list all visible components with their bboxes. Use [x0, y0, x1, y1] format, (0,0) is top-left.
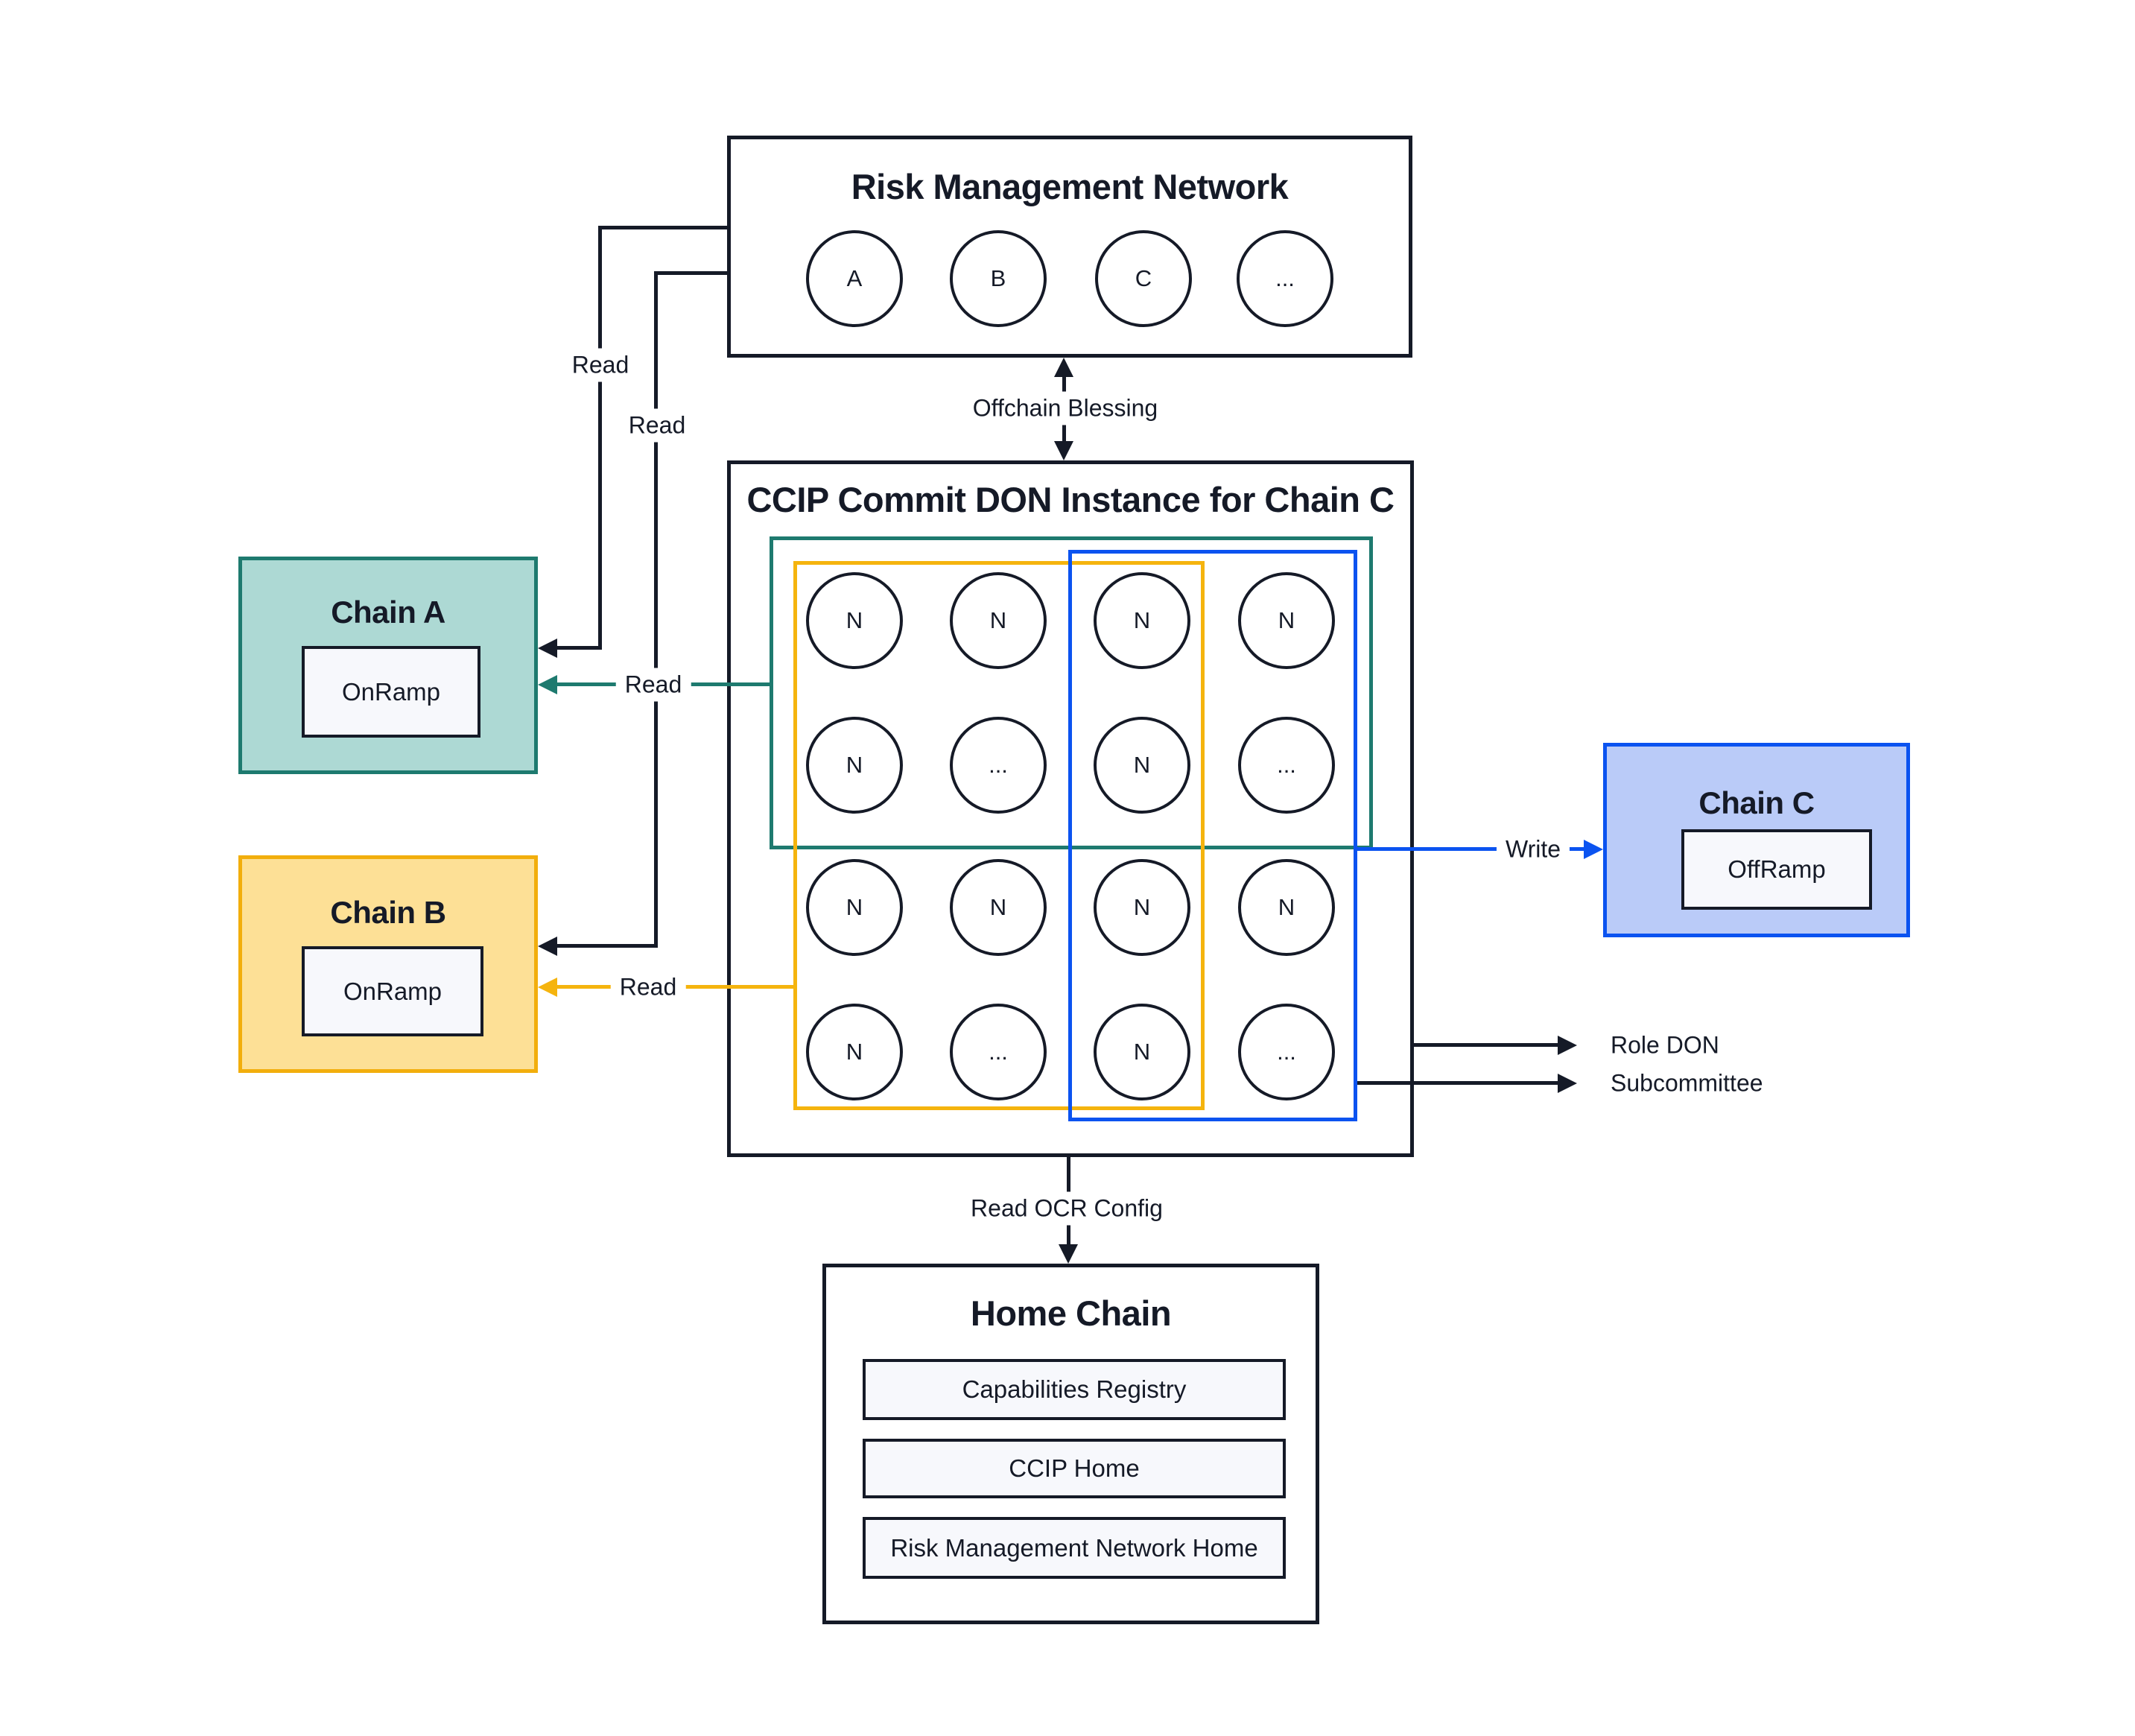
- rmn-to-chain-b-line-top: [656, 271, 729, 275]
- chain-a-title: Chain A: [331, 595, 445, 630]
- don-node-label: N: [989, 894, 1007, 920]
- ccip-commit-don-title: CCIP Commit DON Instance for Chain C: [746, 480, 1395, 519]
- don-to-chain-c-write-arrowhead: [1584, 840, 1603, 859]
- role-don-label: Role DON: [1611, 1031, 1719, 1059]
- don-node-r4c4: ...: [1238, 1004, 1335, 1100]
- don-node-label: N: [1278, 607, 1295, 633]
- don-to-chain-c-write-line: [1357, 847, 1584, 851]
- don-node-r2c1: N: [806, 717, 903, 814]
- chain-b-title: Chain B: [330, 895, 446, 930]
- don-node-label: N: [846, 607, 863, 633]
- don-node-r4c3: N: [1094, 1004, 1190, 1100]
- don-node-r3c2: N: [950, 859, 1047, 956]
- chain-a-onramp-box: OnRamp: [302, 646, 480, 738]
- risk-management-network-title: Risk Management Network: [851, 167, 1289, 206]
- rmn-to-chain-a-line-vertical: [598, 226, 602, 650]
- don-node-label: N: [846, 894, 863, 920]
- rmn-node-a-label: A: [846, 265, 863, 291]
- don-node-r2c3: N: [1094, 717, 1190, 814]
- don-node-label: ...: [989, 752, 1008, 778]
- role-don-arrowhead: [1558, 1036, 1577, 1055]
- rmn-to-chain-b-arrowhead: [538, 937, 557, 956]
- subcommittee-label: Subcommittee: [1611, 1069, 1763, 1097]
- yellow-subset-rect: [793, 561, 1205, 1110]
- don-to-chain-c-write-label: Write: [1496, 832, 1570, 867]
- don-to-chain-b-read-label: Read: [610, 970, 686, 1004]
- don-node-label: N: [1133, 752, 1151, 778]
- don-node-label: N: [846, 752, 863, 778]
- ccip-home-box: CCIP Home: [863, 1439, 1286, 1498]
- chain-a-onramp-label: OnRamp: [341, 677, 441, 706]
- read-ocr-config-arrowhead: [1059, 1244, 1078, 1264]
- rmn-to-chain-b-line-bottom: [557, 944, 657, 948]
- don-node-r1c2: N: [950, 572, 1047, 669]
- rmn-node-c-label: C: [1135, 265, 1152, 291]
- offchain-blessing-label: Offchain Blessing: [963, 391, 1167, 425]
- don-node-label: ...: [989, 1039, 1008, 1065]
- don-node-r1c4: N: [1238, 572, 1335, 669]
- rmn-node-b: B: [950, 230, 1047, 327]
- don-node-label: N: [1133, 607, 1151, 633]
- read-ocr-config-label: Read OCR Config: [962, 1191, 1172, 1226]
- don-node-label: ...: [1277, 1039, 1296, 1065]
- don-node-r3c3: N: [1094, 859, 1190, 956]
- rmn-to-chain-a-arrowhead: [538, 639, 557, 658]
- don-node-label: N: [989, 607, 1007, 633]
- subcommittee-line: [1357, 1081, 1558, 1085]
- blue-subset-rect: [1068, 550, 1357, 1121]
- chain-b-onramp-label: OnRamp: [343, 977, 442, 1005]
- don-node-r3c1: N: [806, 859, 903, 956]
- rmn-node-more: ...: [1237, 230, 1333, 327]
- role-don-line: [1414, 1043, 1558, 1047]
- rmn-to-chain-b-line-vertical: [654, 271, 658, 948]
- rmn-to-chain-a-line-bottom: [557, 646, 602, 650]
- offchain-blessing-arrowhead-down: [1054, 441, 1073, 460]
- subcommittee-arrowhead: [1558, 1074, 1577, 1093]
- don-node-label: N: [1278, 894, 1295, 920]
- chain-b-onramp-box: OnRamp: [302, 946, 483, 1036]
- capabilities-registry-box: Capabilities Registry: [863, 1359, 1286, 1420]
- don-to-chain-a-read-label: Read: [615, 668, 691, 702]
- chain-b-box: Chain B OnRamp: [238, 855, 538, 1073]
- chain-a-box: Chain A OnRamp: [238, 557, 538, 774]
- don-to-chain-b-read-arrowhead: [538, 978, 557, 997]
- offchain-blessing-arrowhead-up: [1054, 358, 1073, 377]
- home-chain-box: Home Chain Capabilities Registry CCIP Ho…: [822, 1264, 1319, 1624]
- don-node-label: N: [1133, 894, 1151, 920]
- chain-c-title: Chain C: [1698, 785, 1815, 820]
- don-node-label: ...: [1277, 752, 1296, 778]
- ccip-home-label: CCIP Home: [1009, 1454, 1140, 1482]
- rmn-node-more-label: ...: [1275, 265, 1295, 291]
- rmn-node-a: A: [806, 230, 903, 327]
- rmn-to-chain-b-read-label: Read: [619, 408, 695, 443]
- don-node-label: N: [1133, 1039, 1151, 1065]
- don-node-r2c4: ...: [1238, 717, 1335, 814]
- don-node-r1c3: N: [1094, 572, 1190, 669]
- home-chain-title: Home Chain: [970, 1293, 1172, 1333]
- don-node-r4c1: N: [806, 1004, 903, 1100]
- rmn-node-b-label: B: [990, 265, 1006, 291]
- don-node-label: N: [846, 1039, 863, 1065]
- don-to-chain-a-read-arrowhead: [538, 675, 557, 694]
- rmn-to-chain-a-line-top: [600, 226, 729, 229]
- rmn-to-chain-a-read-label: Read: [562, 348, 638, 382]
- rmn-home-box: Risk Management Network Home: [863, 1517, 1286, 1579]
- don-node-r1c1: N: [806, 572, 903, 669]
- chain-c-box: Chain C OffRamp: [1603, 743, 1910, 937]
- rmn-home-label: Risk Management Network Home: [890, 1533, 1258, 1562]
- don-node-r2c2: ...: [950, 717, 1047, 814]
- don-node-r3c4: N: [1238, 859, 1335, 956]
- chain-c-offramp-label: OffRamp: [1728, 855, 1826, 883]
- chain-c-offramp-box: OffRamp: [1681, 829, 1872, 910]
- don-node-r4c2: ...: [950, 1004, 1047, 1100]
- rmn-node-c: C: [1095, 230, 1192, 327]
- capabilities-registry-label: Capabilities Registry: [962, 1375, 1187, 1403]
